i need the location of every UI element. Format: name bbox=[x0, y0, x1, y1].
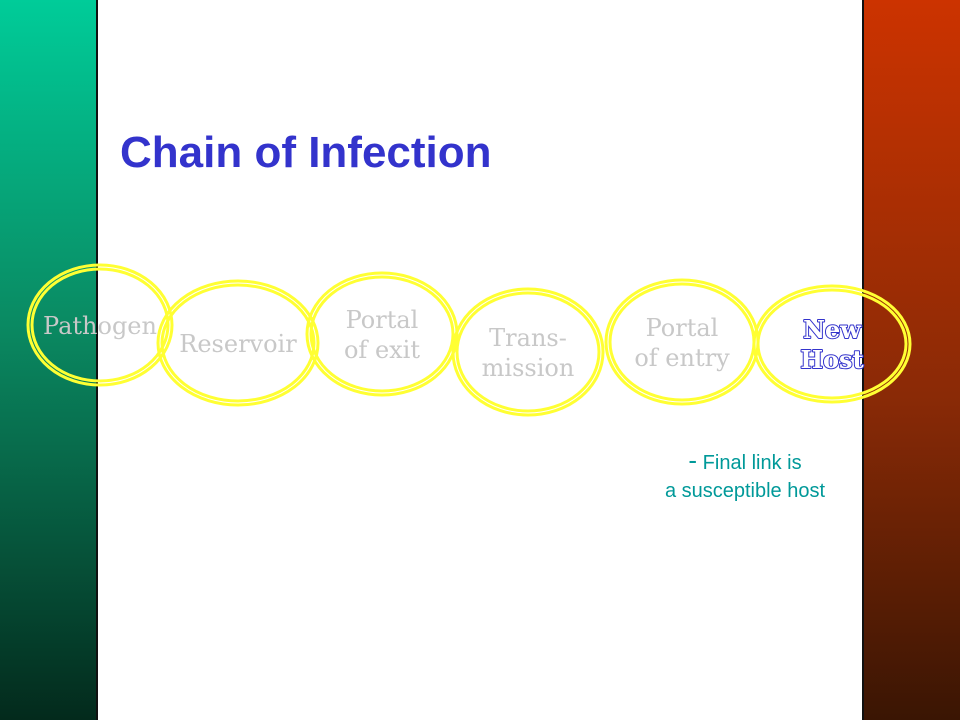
chain-ring-inner bbox=[608, 282, 756, 402]
chain-link-label: New bbox=[803, 315, 862, 344]
chain-link-trans-mission: Trans-mission bbox=[451, 287, 605, 417]
chain-ring-inner bbox=[309, 275, 455, 393]
chain-ring-inner bbox=[160, 283, 316, 403]
slide-title: Chain of Infection bbox=[120, 128, 492, 177]
left-accent-bar bbox=[0, 0, 98, 720]
chain-ring-inner bbox=[30, 267, 170, 383]
chain-link-label: Reservoir bbox=[179, 330, 297, 358]
chain-link-label: of exit bbox=[344, 336, 420, 364]
right-accent-bar bbox=[862, 0, 960, 720]
chain-link-label: Pathogen bbox=[43, 312, 157, 340]
note-line-2: a susceptible host bbox=[664, 480, 826, 502]
chain-link-label: Host bbox=[800, 345, 863, 374]
note-dash: - bbox=[688, 445, 698, 475]
chain-ring-inner bbox=[756, 288, 908, 400]
chain-ring-outer bbox=[305, 271, 459, 397]
chain-link-label: mission bbox=[482, 354, 575, 382]
chain-ring-outer bbox=[604, 278, 760, 406]
chain-link-label: Portal bbox=[346, 306, 419, 334]
note-line-1: Final link is bbox=[702, 452, 802, 474]
chain-ring-outer bbox=[156, 279, 320, 407]
chain-ring-inner bbox=[455, 291, 601, 413]
chain-link-reservoir: Reservoir bbox=[156, 279, 320, 407]
chain-link-label: Portal bbox=[646, 314, 719, 342]
chain-link-pathogen: Pathogen bbox=[26, 263, 174, 387]
chain-ring-outer bbox=[752, 284, 912, 404]
chain-ring-outer bbox=[451, 287, 605, 417]
chain-ring-outer bbox=[26, 263, 174, 387]
chain-link-label: Trans- bbox=[489, 324, 567, 352]
chain-link-label: of entry bbox=[634, 344, 730, 372]
final-link-note: - Final link is a susceptible host bbox=[610, 446, 880, 505]
